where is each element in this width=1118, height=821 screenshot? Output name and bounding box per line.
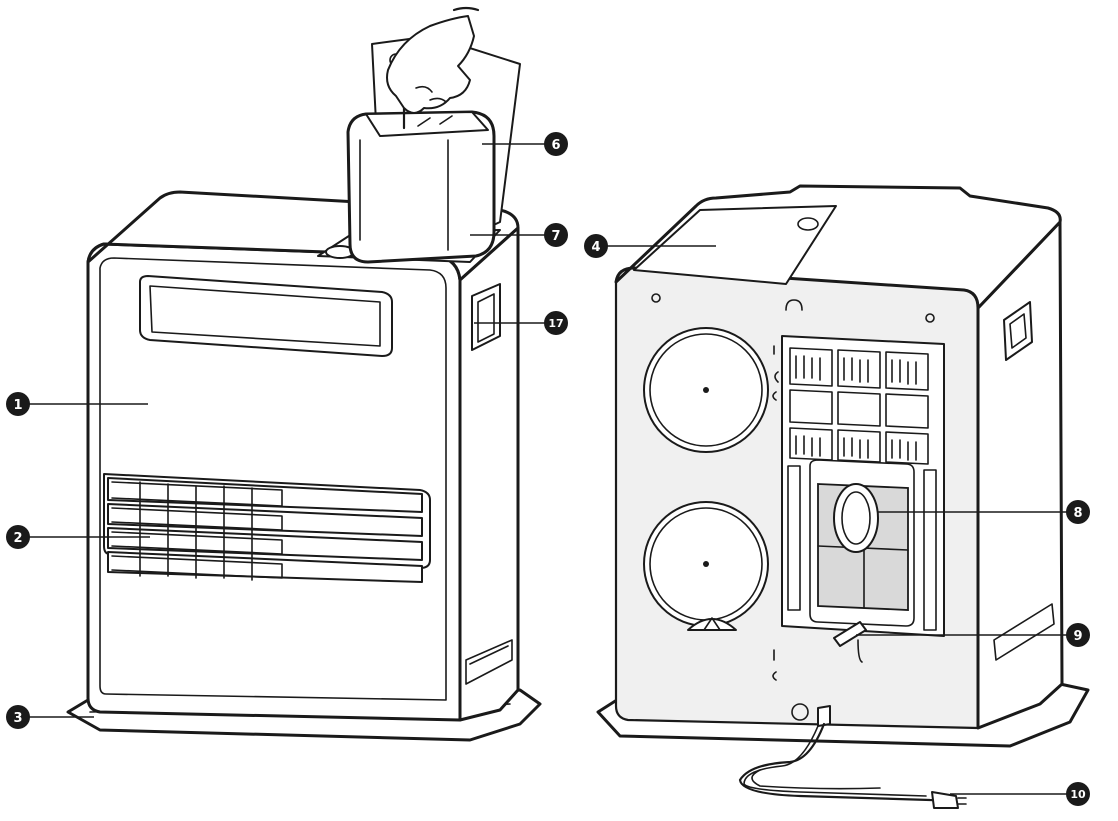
- side-panel: [458, 226, 520, 722]
- callout-3: 3: [6, 705, 30, 729]
- top-lid: [633, 205, 837, 285]
- callout-4: 4: [584, 234, 608, 258]
- callout-10: 10: [1066, 782, 1090, 806]
- callout-1-label: 1: [13, 398, 22, 413]
- callout-2-label: 2: [13, 531, 22, 546]
- side-handle: [471, 283, 501, 351]
- rear-fan-lower: [643, 501, 769, 627]
- callout-6: 6: [544, 132, 568, 156]
- callout-6-label: 6: [551, 138, 560, 153]
- callout-2: 2: [6, 525, 30, 549]
- callout-17: 17: [544, 311, 568, 335]
- callout-3-label: 3: [13, 711, 22, 726]
- callout-7: 7: [544, 223, 568, 247]
- callout-8: 8: [1066, 500, 1090, 524]
- leader-lines: [26, 143, 1072, 795]
- callout-17-label: 17: [548, 317, 563, 330]
- callout-8-label: 8: [1073, 506, 1082, 521]
- filter-tab: [833, 621, 867, 663]
- callout-7-label: 7: [551, 229, 560, 244]
- air-outlet-louvers: [103, 473, 431, 583]
- callout-9-label: 9: [1073, 629, 1082, 644]
- callout-10-label: 10: [1070, 788, 1086, 801]
- display-window: [139, 275, 393, 357]
- power-cord: [738, 703, 967, 809]
- rear-view-heater: [596, 184, 1090, 809]
- hand: [386, 6, 480, 114]
- air-filter: [809, 459, 915, 627]
- callout-9: 9: [1066, 623, 1090, 647]
- rear-fan-upper: [643, 327, 769, 453]
- cartridge-tank: [346, 94, 496, 264]
- callout-4-label: 4: [591, 240, 600, 255]
- front-view-heater: [66, 190, 542, 742]
- callout-1: 1: [6, 392, 30, 416]
